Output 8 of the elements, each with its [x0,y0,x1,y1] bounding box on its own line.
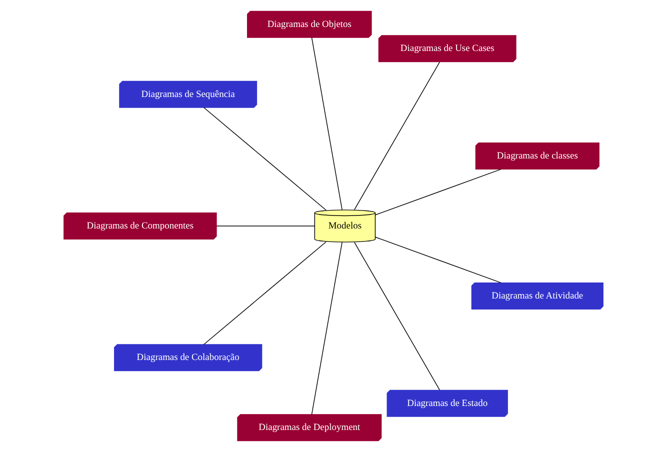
connector [354,242,440,390]
connector [202,242,326,345]
connector [374,236,501,284]
connector [354,62,440,210]
connector [310,242,342,415]
connector [374,168,501,216]
connector [202,107,326,210]
connector [310,37,342,210]
